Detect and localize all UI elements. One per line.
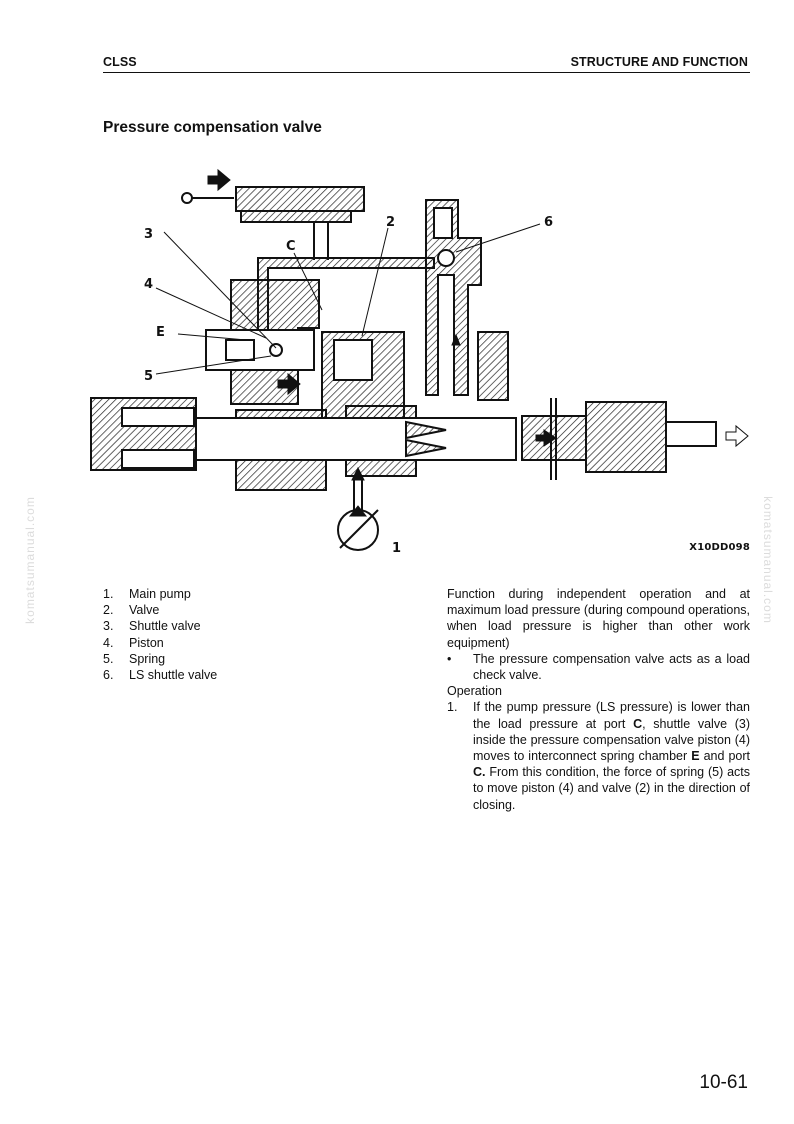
function-intro: Function during independent operation an…: [447, 587, 750, 650]
figure-code: X10DD098: [689, 542, 750, 553]
operation-heading: Operation: [447, 684, 502, 699]
figure-label-5: 5: [144, 369, 153, 384]
figure-label-6: 6: [544, 215, 553, 230]
list-item: 3.Shuttle valve: [103, 619, 201, 634]
valve-cross-section-diagram: 3 4 E 5 2 C 6 1: [90, 168, 749, 556]
figure-label-3: 3: [144, 227, 153, 242]
figure-label-c: C: [286, 239, 296, 254]
operation-step-1: 1. If the pump pressure (LS pressure) is…: [447, 700, 750, 812]
shuttle-valve-ball: [269, 343, 283, 357]
list-item: 2.Valve: [103, 603, 160, 618]
function-bullet: • The pressure compensation valve acts a…: [447, 651, 750, 683]
list-item: 4.Piston: [103, 635, 164, 650]
top-linkage-channel: [240, 211, 352, 223]
function-description: Function during independent operation an…: [447, 586, 750, 813]
header-rule: [103, 72, 750, 73]
figure-label-2: 2: [386, 215, 395, 230]
parts-list: 1.Main pump 2.Valve 3.Shuttle valve 4.Pi…: [103, 586, 217, 683]
section-title: Pressure compensation valve: [103, 119, 322, 136]
flow-arrow-middle: [277, 372, 301, 396]
watermark-right: komatsumanual.com: [761, 496, 775, 624]
left-spring: [121, 407, 195, 427]
list-item: 1.Main pump: [103, 587, 191, 601]
watermark-left: komatsumanual.com: [23, 496, 37, 624]
list-item: 5.Spring: [103, 651, 166, 666]
flow-arrow-left-spool: [535, 429, 557, 447]
list-item: 6.LS shuttle valve: [103, 668, 218, 683]
figure-label-4: 4: [144, 277, 153, 292]
compensation-valve-spool: [333, 339, 373, 381]
lever-pivot: [181, 192, 193, 204]
flow-arrow-top: [207, 168, 231, 192]
figure-label-1: 1: [392, 541, 401, 556]
figure-label-e: E: [156, 325, 165, 340]
page-number: 10-61: [699, 1072, 748, 1093]
header-section-label: CLSS: [103, 55, 137, 69]
right-spring: [585, 401, 667, 473]
main-spool-body: [195, 417, 517, 461]
header-chapter-label: STRUCTURE AND FUNCTION: [570, 55, 748, 69]
ls-shuttle-ball: [437, 249, 455, 267]
top-linkage-body: [235, 186, 365, 212]
spring-chamber-e: [225, 339, 255, 361]
inlet-arrow-right: [725, 424, 749, 448]
right-hatch-block: [477, 331, 509, 401]
